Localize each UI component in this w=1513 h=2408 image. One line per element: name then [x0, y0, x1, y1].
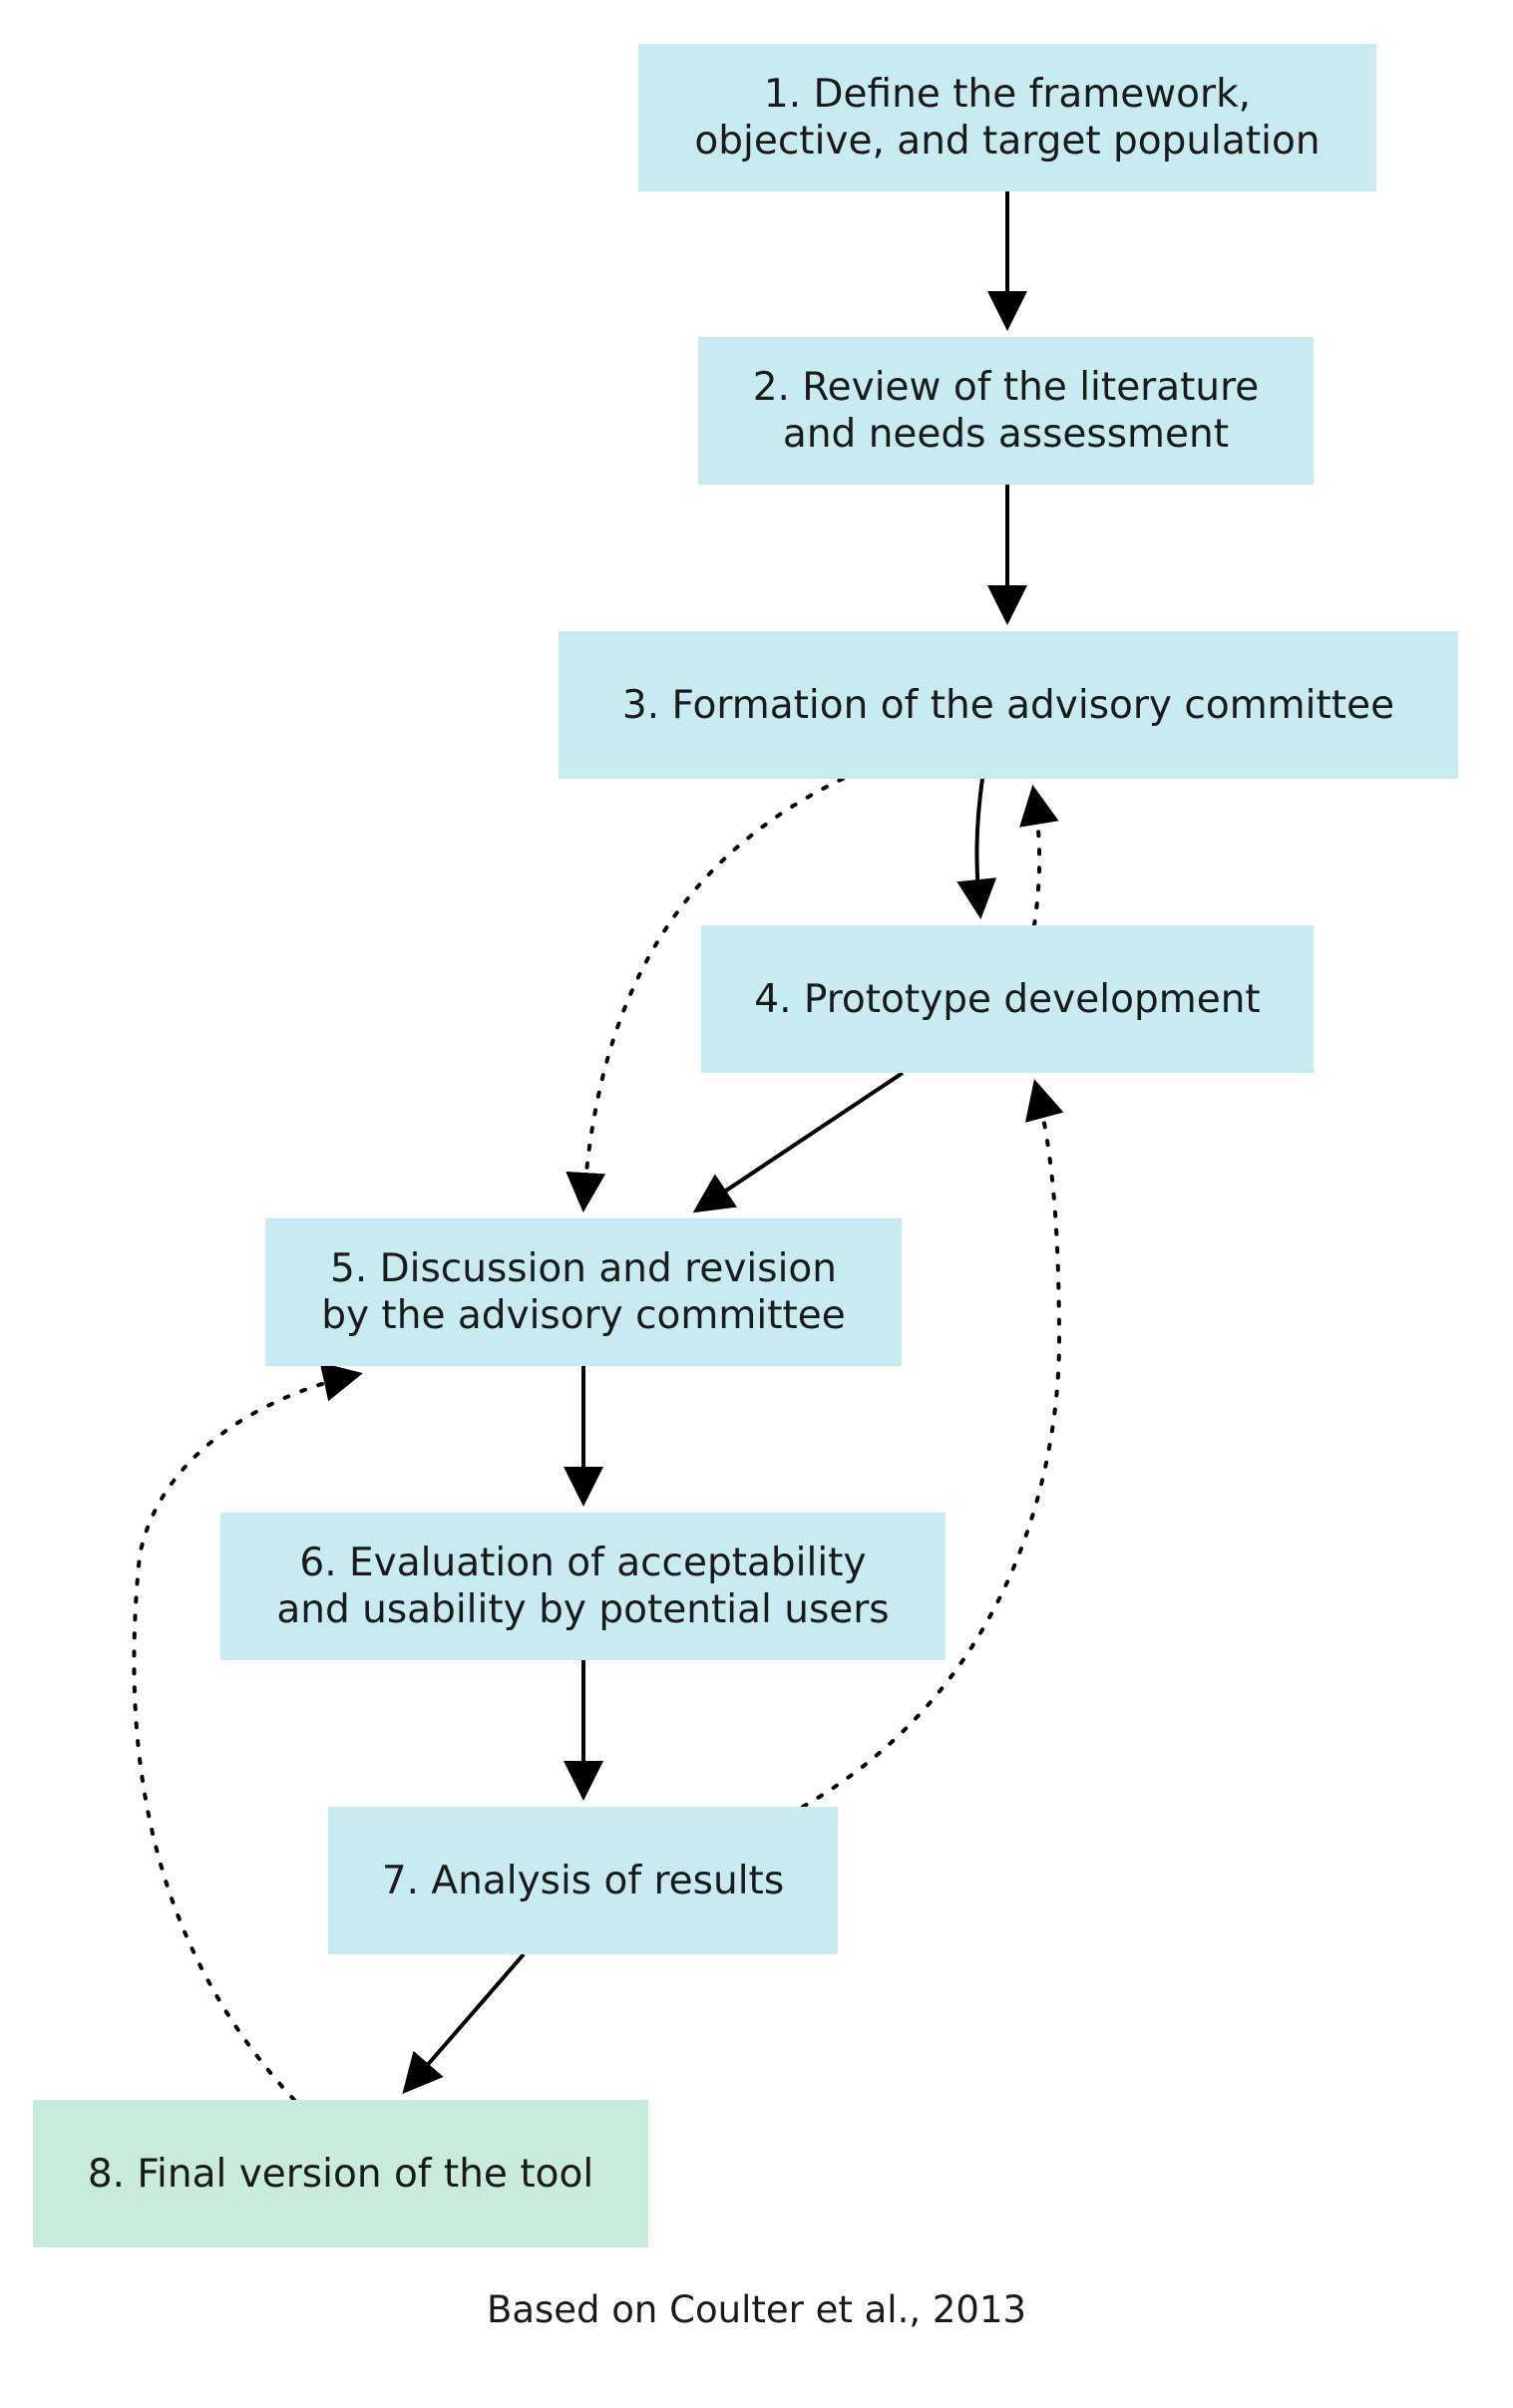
edge-8-to-5-dotted-arrow: [132, 1362, 363, 2102]
step-2-line-2: and needs assessment: [782, 412, 1230, 457]
step-1-box: 1. Define the framework, objective, and …: [638, 44, 1376, 191]
step-7-box: 7. Analysis of results: [328, 1807, 838, 1954]
edge-4-to-3-dotted-arrow: [1019, 785, 1059, 927]
step-1-line-1: 1. Define the framework,: [763, 72, 1252, 117]
edge-3-to-4-arrow: [956, 778, 997, 919]
step-8-box: 8. Final version of the tool: [33, 2100, 648, 2247]
step-2-box: 2. Review of the literature and needs as…: [698, 337, 1314, 485]
edge-7-to-4-dotted-arrow: [801, 1079, 1064, 1809]
edge-7-to-8-arrow: [402, 1952, 526, 2095]
step-6-line-1: 6. Evaluation of acceptability: [299, 1541, 867, 1585]
step-2-line-1: 2. Review of the literature: [752, 365, 1260, 410]
step-3-line-1: 3. Formation of the advisory committee: [621, 682, 1395, 728]
step-5-box: 5. Discussion and revision by the adviso…: [265, 1218, 902, 1366]
step-3-box: 3. Formation of the advisory committee: [559, 631, 1458, 779]
edge-4-to-5-arrow: [692, 1071, 905, 1213]
step-8-line-1: 8. Final version of the tool: [87, 2151, 594, 2197]
step-7-line-1: 7. Analysis of results: [381, 1858, 785, 1903]
step-4-box: 4. Prototype development: [701, 925, 1314, 1073]
edge-3-to-5-dotted-arrow: [566, 777, 845, 1212]
step-4-line-1: 4. Prototype development: [754, 976, 1261, 1022]
step-5-line-1: 5. Discussion and revision: [330, 1246, 837, 1291]
step-5-line-2: by the advisory committee: [321, 1293, 846, 1338]
figure-caption: Based on Coulter et al., 2013: [486, 2288, 1027, 2331]
step-1-line-2: objective, and target population: [694, 119, 1321, 164]
step-6-box: 6. Evaluation of acceptability and usabi…: [220, 1513, 946, 1660]
step-6-line-2: and usability by potential users: [276, 1587, 890, 1632]
